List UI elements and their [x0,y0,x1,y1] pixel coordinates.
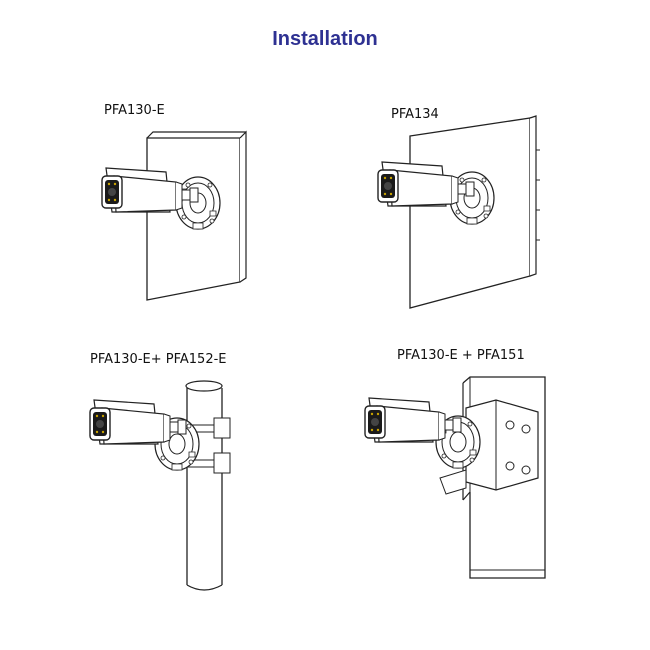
pole-clamp-bottom [184,453,230,473]
pole-3 [186,381,222,590]
page-title: Installation [272,28,378,50]
panel-4-label: PFA130-E + PFA151 [397,348,525,363]
corner-bracket [440,400,538,494]
panel-3-label: PFA130-E+ PFA152-E [90,352,227,367]
panel-2-label: PFA134 [391,107,439,122]
panel-1-label: PFA130-E [104,103,165,118]
junction-box-1 [175,176,221,230]
